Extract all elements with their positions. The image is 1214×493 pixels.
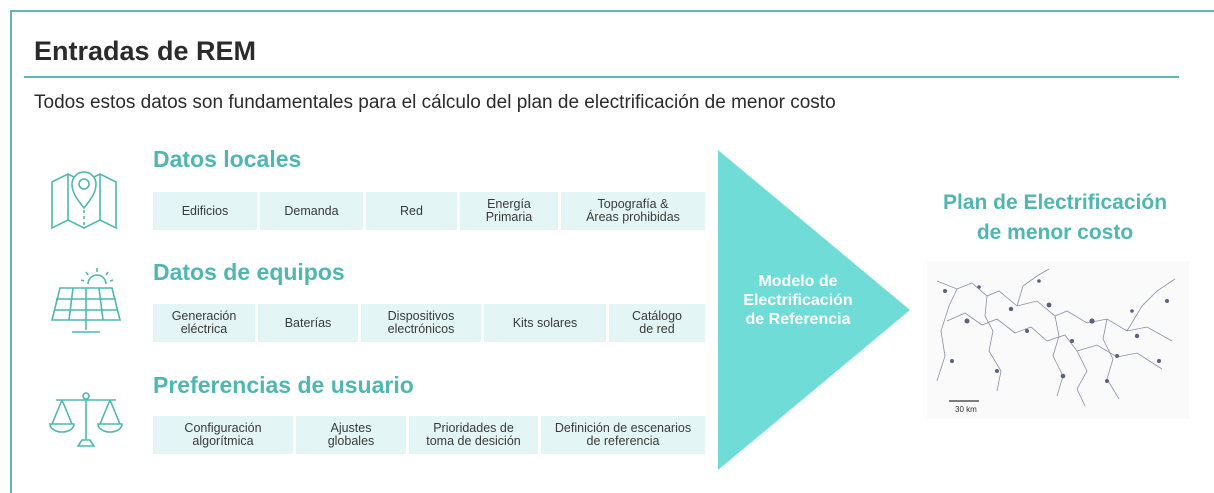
- chip-demanda: Demanda: [260, 192, 363, 230]
- section-title-preferencias: Preferencias de usuario: [153, 372, 414, 398]
- chip-topografia: Topografía & Áreas prohibidas: [561, 192, 705, 230]
- chip-configuracion-algoritmica: Configuración algorítmica: [153, 416, 293, 454]
- solar-panel-icon: [50, 268, 122, 333]
- model-arrow: [718, 150, 910, 470]
- chip-prioridades: Prioridades de toma de desición: [409, 416, 538, 454]
- title-divider: [24, 76, 1179, 78]
- section-title-datos-locales: Datos locales: [153, 146, 302, 172]
- chip-dispositivos-electronicos: Dispositivos electrónicos: [361, 304, 481, 342]
- chip-energia-primaria: Energía Primaria: [460, 192, 558, 230]
- chip-generacion-electrica: Generación eléctrica: [153, 304, 255, 342]
- chip-baterias: Baterías: [258, 304, 358, 342]
- panel-frame: [10, 10, 1214, 493]
- map-pin-icon: [51, 171, 117, 230]
- chip-edificios: Edificios: [153, 192, 257, 230]
- chip-red: Red: [366, 192, 457, 230]
- page-subtitle: Todos estos datos son fundamentales para…: [34, 92, 836, 113]
- map-scale-label: 30 km: [955, 405, 977, 414]
- chip-ajustes-globales: Ajustes globales: [296, 416, 406, 454]
- chip-kits-solares: Kits solares: [484, 304, 606, 342]
- chip-escenarios-referencia: Definición de escenarios de referencia: [541, 416, 705, 454]
- balance-scale-icon: [49, 392, 123, 447]
- section-title-datos-equipos: Datos de equipos: [153, 259, 345, 285]
- model-label: Modelo de Electrificación de Referencia: [743, 273, 853, 328]
- electrification-map-image: [927, 261, 1189, 419]
- page-title: Entradas de REM: [34, 36, 257, 66]
- result-title: Plan de Electrificación de menor costo: [942, 191, 1168, 244]
- chip-catalogo-red: Catálogo de red: [609, 304, 705, 342]
